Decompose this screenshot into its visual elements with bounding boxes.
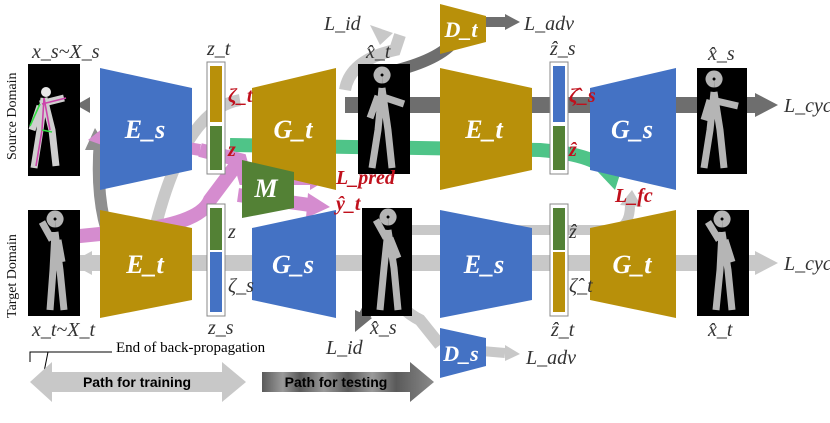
encoder-target-left: E_t xyxy=(100,210,192,318)
training-path-arrow xyxy=(30,362,246,402)
discriminator-target: D_t xyxy=(440,4,486,54)
svg-text:E_t: E_t xyxy=(464,115,503,144)
discriminator-source: D_s xyxy=(440,328,486,378)
hat-zeta-s-label: ζ̂_s xyxy=(569,85,596,107)
encoder-source-right: E_s xyxy=(440,210,532,318)
target-domain-label: Target Domain xyxy=(5,234,20,318)
svg-text:E_s: E_s xyxy=(463,250,504,279)
zeta-t-label: ζ_t xyxy=(228,85,254,107)
source-domain-label: Source Domain xyxy=(5,73,20,160)
testing-path-arrow xyxy=(262,362,434,402)
zt-label: z_t xyxy=(206,38,231,60)
generator-target-right: G_t xyxy=(590,210,676,318)
xhat-t-label: x̂_t xyxy=(365,41,391,63)
svg-text:G_s: G_s xyxy=(611,115,653,144)
training-path-label: Path for training xyxy=(83,374,191,390)
loss-cyc-top: L_cyc xyxy=(783,95,830,117)
target-input-label: x_t~X_t xyxy=(31,319,95,341)
xhat-t-image xyxy=(358,64,410,174)
loss-pred-label: L_pred xyxy=(335,167,396,189)
loss-adv-top: L_adv xyxy=(523,13,574,35)
source-input-image xyxy=(28,64,80,176)
target-input-image xyxy=(28,210,80,316)
latent-zs-stack xyxy=(206,203,226,317)
latent-zhat-s-stack xyxy=(549,61,569,175)
encoder-source-left: E_s xyxy=(100,68,192,190)
z-top-label: z xyxy=(227,139,236,161)
yhat-t-label: ŷ_t xyxy=(334,193,362,215)
svg-text:G_s: G_s xyxy=(272,250,314,279)
loss-adv-bottom: L_adv xyxy=(525,347,576,369)
xhat-s-label: x̂_s xyxy=(369,317,397,339)
encoder-target-right: E_t xyxy=(440,68,532,190)
hat-z-bottom-label: ẑ xyxy=(568,221,577,243)
loss-cyc-bottom: L_cyc xyxy=(783,253,830,275)
generator-target-mid: G_t xyxy=(252,68,336,190)
generator-source-right: G_s xyxy=(590,68,676,190)
loss-fc-label: L_fc xyxy=(614,185,653,207)
legend: End of back-propagation Path for trainin… xyxy=(29,340,434,402)
end-backprop-label: End of back-propagation xyxy=(116,340,266,356)
svg-text:M: M xyxy=(253,174,278,203)
xhat-t-right-image xyxy=(697,210,749,316)
svg-text:G_t: G_t xyxy=(274,115,314,144)
latent-zt-stack xyxy=(206,61,226,175)
zhat-t-label: ẑ_t xyxy=(550,319,575,341)
xhat-s-image xyxy=(362,208,412,316)
hat-zeta-t-label: ζ̂_t xyxy=(569,275,593,297)
xhat-s-right-label: x̂_s xyxy=(707,43,735,65)
testing-path-label: Path for testing xyxy=(285,374,388,390)
svg-text:E_s: E_s xyxy=(124,115,165,144)
mapper-block: M xyxy=(242,160,294,218)
source-input-label: x_s~X_s xyxy=(31,41,100,63)
generator-source-mid: G_s xyxy=(252,210,336,318)
loss-id-bottom: L_id xyxy=(325,337,364,359)
zhat-s-label: ẑ_s xyxy=(549,38,576,60)
xhat-t-right-label: x̂_t xyxy=(707,319,733,341)
loss-id-top: L_id xyxy=(323,13,362,35)
latent-zhat-t-stack xyxy=(549,203,569,317)
zs-label: z_s xyxy=(207,317,234,339)
svg-text:G_t: G_t xyxy=(613,250,653,279)
svg-text:D_t: D_t xyxy=(444,17,479,42)
zeta-s-label: ζ_s xyxy=(228,275,254,297)
xhat-s-right-image xyxy=(697,68,747,174)
z-bottom-label: z xyxy=(227,221,236,243)
hat-z-top-label: ẑ xyxy=(568,139,578,161)
svg-text:E_t: E_t xyxy=(125,250,164,279)
svg-text:D_s: D_s xyxy=(442,341,478,366)
